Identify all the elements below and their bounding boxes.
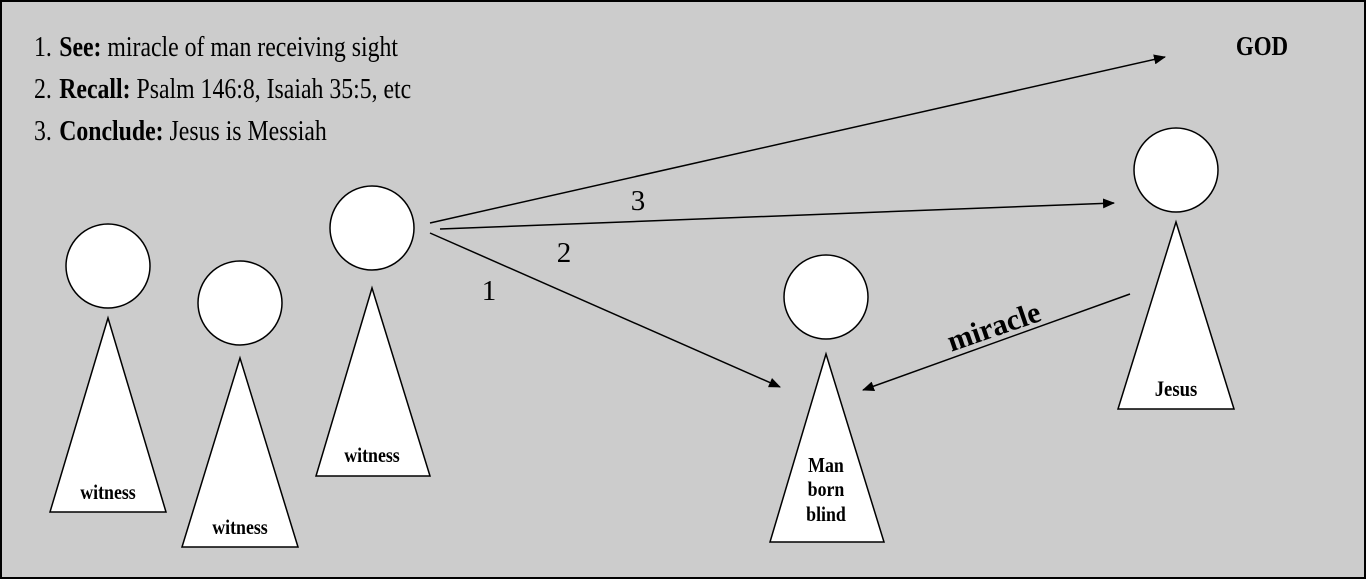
man-label-line3: blind [806, 504, 846, 527]
step-1-text: miracle of man receiving sight [101, 31, 398, 63]
witness-2-head [197, 260, 283, 346]
man-label-line1: Man [808, 455, 844, 478]
step-2: 2.Recall: Psalm 146:8, Isaiah 35:5, etc [34, 68, 411, 110]
step-1-number: 1. [34, 31, 52, 63]
arrow-to-man [429, 232, 781, 388]
steps-list: 1.See: miracle of man receiving sight 2.… [34, 26, 411, 152]
witness-1-head [65, 223, 151, 309]
witness-2-body [180, 355, 300, 548]
witness-figure-1: witness [48, 223, 168, 513]
step-3-number: 3. [34, 115, 52, 147]
witness-3-label: witness [344, 445, 400, 468]
man-body [768, 351, 886, 543]
arrow-label-2: 2 [557, 237, 572, 269]
witness-3-body [314, 285, 432, 477]
man-label-line2: born [808, 479, 845, 502]
jesus-figure: Jesus [1116, 127, 1236, 410]
witness-1-body [48, 315, 168, 513]
witness-3-head [329, 185, 415, 271]
jesus-label: Jesus [1155, 378, 1198, 402]
step-3: 3.Conclude: Jesus is Messiah [34, 110, 411, 152]
arrow-miracle [862, 293, 1131, 391]
arrow-label-1: 1 [482, 275, 497, 307]
step-2-text: Psalm 146:8, Isaiah 35:5, etc [130, 73, 412, 105]
step-3-key: Conclude: [59, 115, 164, 147]
witness-figure-3: witness [314, 185, 432, 477]
witness-figure-2: witness [180, 260, 300, 548]
jesus-head [1133, 127, 1219, 213]
step-1-key: See: [59, 31, 102, 63]
arrow-label-3: 3 [631, 185, 646, 217]
step-3-text: Jesus is Messiah [163, 115, 327, 147]
man-head [783, 254, 869, 340]
arrow-to-god [429, 54, 1166, 224]
arrow-to-jesus [439, 198, 1115, 230]
step-1: 1.See: miracle of man receiving sight [34, 26, 411, 68]
god-label: GOD [1236, 32, 1288, 61]
step-2-number: 2. [34, 73, 52, 105]
jesus-body [1116, 219, 1236, 410]
witness-2-label: witness [212, 517, 268, 540]
man-born-blind-figure: Man born blind [768, 254, 886, 543]
witness-1-label: witness [80, 482, 136, 505]
step-2-key: Recall: [59, 73, 131, 105]
